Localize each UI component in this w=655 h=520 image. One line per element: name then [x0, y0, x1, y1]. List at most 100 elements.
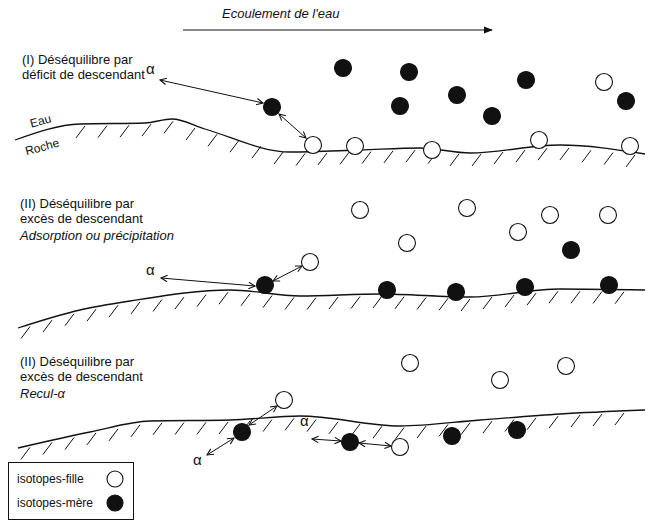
rock-hatch [197, 422, 206, 434]
rock-hatch [604, 153, 613, 165]
alpha-label: α [300, 413, 309, 428]
daughter-isotope [347, 138, 364, 155]
daughter-isotope [531, 132, 548, 149]
legend-text: isotopes-fille [17, 472, 84, 486]
rock-hatch [109, 429, 118, 441]
daughter-isotope [352, 202, 369, 219]
legend-row: isotopes-fille [17, 467, 125, 491]
rock-hatch [373, 426, 382, 438]
rock-hatch [615, 292, 624, 304]
decay-arrow [207, 438, 234, 455]
rock-hatch [98, 126, 107, 138]
rock-hatch [417, 426, 426, 438]
rock-hatch [307, 298, 316, 310]
rock-hatch [131, 302, 140, 314]
rock-hatch [131, 425, 140, 437]
rock-hatch [549, 291, 558, 303]
daughter-isotope [305, 137, 322, 154]
daughter-isotope [622, 138, 639, 155]
rock-hatch [43, 320, 52, 332]
mechanism-label: Recul-α [20, 386, 65, 401]
parent-isotope [449, 87, 466, 104]
parent-isotope [517, 279, 534, 296]
rock-surface [18, 410, 645, 448]
rock-hatch [153, 299, 162, 311]
rock-hatch [417, 298, 426, 310]
panel-heading: (II) Déséquilibre par excès de descendan… [20, 196, 160, 226]
rock-hatch [527, 418, 536, 430]
daughter-isotope [558, 358, 575, 375]
rock-hatch [43, 442, 52, 454]
rock-hatch [615, 413, 624, 425]
decay-arrow [359, 443, 391, 446]
alpha-label: α [146, 61, 155, 76]
parent-isotope [518, 72, 535, 89]
rock-hatch [450, 154, 459, 166]
rock-hatch [109, 305, 118, 317]
rock-hatch [571, 291, 580, 303]
panel-heading: (II) Déséquilibre par excès de descendan… [20, 354, 160, 384]
rock-hatch [175, 297, 184, 309]
rock-hatch [263, 296, 272, 308]
legend-row: isotopes-mère [17, 491, 125, 515]
rock-hatch [329, 297, 338, 309]
legend-text: isotopes-mère [17, 496, 93, 510]
rock-hatch [285, 297, 294, 309]
parent-isotope [264, 99, 281, 116]
rock-hatch [252, 146, 261, 158]
rock-hatch [219, 422, 228, 434]
rock-hatch [571, 415, 580, 427]
rock-hatch [318, 153, 327, 165]
rock-hatch [21, 447, 30, 459]
alpha-label: α [146, 262, 155, 277]
legend-swatch [105, 493, 125, 513]
rock-hatch [384, 151, 393, 163]
decay-arrow [160, 80, 263, 103]
parent-isotope [342, 434, 359, 451]
parent-isotope [234, 424, 251, 441]
rock-hatch [494, 152, 503, 164]
rock-hatch [340, 152, 349, 164]
rock-hatch [472, 154, 481, 166]
rock-hatch [76, 126, 85, 138]
parent-isotope [484, 108, 501, 125]
mechanism-label: Adsorption ou précipitation [20, 228, 174, 243]
daughter-isotope [302, 254, 319, 271]
rock-hatch [65, 438, 74, 450]
rock-hatch [175, 423, 184, 435]
medium-label: Roche [24, 136, 61, 159]
parent-isotope [392, 98, 409, 115]
daughter-isotope [276, 392, 293, 409]
rock-hatch [516, 150, 525, 162]
alpha-label: α [193, 452, 202, 467]
legend-swatch [105, 469, 125, 489]
rock-hatch [208, 134, 217, 146]
rock-hatch [549, 416, 558, 428]
rock-hatch [362, 152, 371, 164]
rock-hatch [219, 292, 228, 304]
rock-hatch [87, 309, 96, 321]
parent-isotope [257, 277, 274, 294]
parent-isotope [509, 422, 526, 439]
rock-hatch [483, 421, 492, 433]
rock-hatch [483, 297, 492, 309]
parent-isotope [444, 428, 461, 445]
rock-hatch [120, 125, 129, 137]
rock-hatch [461, 423, 470, 435]
daughter-isotope [402, 355, 419, 372]
rock-hatch [626, 155, 635, 167]
rock-hatch [351, 297, 360, 309]
decay-arrow [249, 406, 277, 425]
rock-hatch [197, 295, 206, 307]
daughter-isotope [392, 439, 409, 456]
daughter-isotope [596, 74, 613, 91]
rock-hatch [87, 433, 96, 445]
panel-heading: (I) Déséquilibre par déficit de descenda… [22, 52, 162, 82]
flow-label: Ecoulement de l'eau [222, 6, 339, 21]
daughter-isotope [492, 372, 509, 389]
parent-isotope [379, 282, 396, 299]
rock-hatch [395, 428, 404, 440]
parent-isotope [401, 64, 418, 81]
rock-hatch [593, 414, 602, 426]
rock-hatch [21, 327, 30, 339]
